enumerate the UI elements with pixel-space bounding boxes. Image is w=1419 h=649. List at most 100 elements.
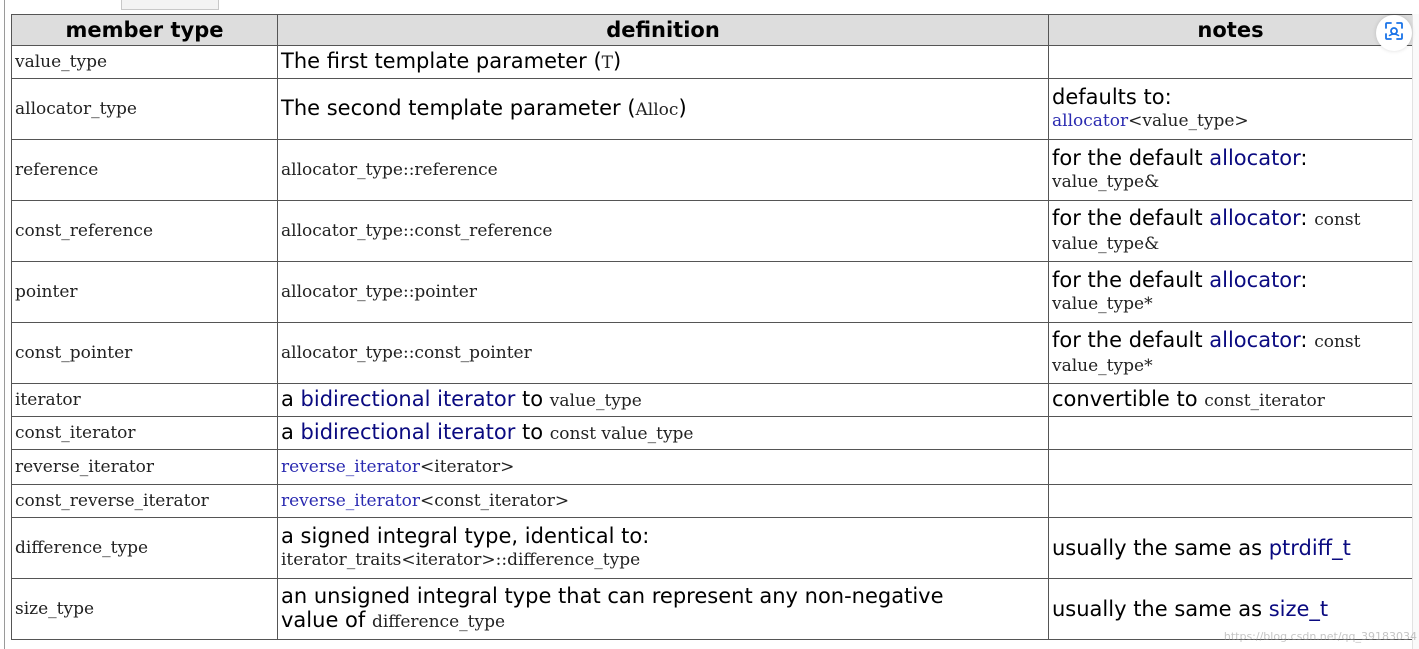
member-name: const_pointer xyxy=(15,343,133,363)
definition-cell: allocator_type::const_pointer xyxy=(277,322,1049,384)
notes-colon: : xyxy=(1300,268,1308,292)
notes-text: usually the same as xyxy=(1052,597,1269,621)
definition-code: value_type xyxy=(549,391,642,411)
notes-code: value_type& xyxy=(1052,172,1160,192)
header-definition: definition xyxy=(277,14,1049,46)
table-row: const_reverse_iterator reverse_iterator<… xyxy=(11,484,1413,518)
definition-text: a signed integral type, identical to: xyxy=(281,524,650,548)
member-cell: value_type xyxy=(11,45,278,79)
member-name: iterator xyxy=(15,390,81,410)
notes-cell: usually the same as ptrdiff_t xyxy=(1048,517,1413,579)
member-name: allocator_type xyxy=(15,99,137,119)
size-t-link[interactable]: size_t xyxy=(1268,597,1329,621)
definition-code: <iterator> xyxy=(420,457,515,477)
definition-code: T xyxy=(601,53,613,73)
notes-code: value_type& xyxy=(1052,234,1160,254)
definition-text-suffix: ) xyxy=(613,49,622,73)
scrollbar-track[interactable] xyxy=(1412,14,1419,649)
top-strip xyxy=(0,0,1419,14)
member-name: size_type xyxy=(15,599,95,619)
bidirectional-iterator-link[interactable]: bidirectional iterator xyxy=(300,420,516,444)
member-name: pointer xyxy=(15,282,78,302)
definition-text: The first template parameter ( xyxy=(281,49,602,73)
member-name: reference xyxy=(15,160,99,180)
allocator-link[interactable]: allocator xyxy=(1209,206,1301,230)
notes-text: for the default xyxy=(1052,268,1210,292)
table-row: reverse_iterator reverse_iterator<iterat… xyxy=(11,449,1413,485)
member-name: const_reference xyxy=(15,221,154,241)
notes-text: convertible to xyxy=(1052,387,1205,411)
member-name: value_type xyxy=(15,52,108,72)
header-row: member type definition notes xyxy=(11,14,1413,46)
member-cell: reference xyxy=(11,139,278,201)
notes-text: for the default xyxy=(1052,146,1210,170)
notes-colon: : xyxy=(1300,206,1308,230)
definition-code: allocator_type::const_reference xyxy=(281,221,553,241)
bidirectional-iterator-link[interactable]: bidirectional iterator xyxy=(300,387,516,411)
table-row: iterator a bidirectional iterator to val… xyxy=(11,383,1413,417)
notes-code: <value_type> xyxy=(1128,111,1249,131)
notes-code-inline: const xyxy=(1314,210,1361,230)
allocator-link[interactable]: allocator xyxy=(1052,111,1129,131)
notes-code: const_iterator xyxy=(1204,391,1325,411)
notes-text: defaults to: xyxy=(1052,85,1172,109)
reverse-iterator-link[interactable]: reverse_iterator xyxy=(281,491,421,511)
definition-text-prefix: value of xyxy=(281,608,372,632)
definition-cell: allocator_type::reference xyxy=(277,139,1049,201)
notes-cell: for the default allocator: value_type* xyxy=(1048,261,1413,323)
definition-cell: a bidirectional iterator to value_type xyxy=(277,383,1049,417)
definition-cell: a bidirectional iterator to const value_… xyxy=(277,416,1049,450)
definition-cell: an unsigned integral type that can repre… xyxy=(277,578,1049,640)
definition-text-mid: to xyxy=(515,387,550,411)
notes-cell xyxy=(1048,416,1413,450)
allocator-link[interactable]: allocator xyxy=(1209,268,1301,292)
member-cell: pointer xyxy=(11,261,278,323)
member-name: const_reverse_iterator xyxy=(15,491,209,511)
definition-cell: The first template parameter (T) xyxy=(277,45,1049,79)
notes-cell: for the default allocator: value_type& xyxy=(1048,139,1413,201)
notes-code: value_type* xyxy=(1052,294,1153,314)
member-name: reverse_iterator xyxy=(15,457,155,477)
member-cell: size_type xyxy=(11,578,278,640)
page-tab[interactable] xyxy=(121,0,219,10)
notes-cell xyxy=(1048,484,1413,518)
ptrdiff-t-link[interactable]: ptrdiff_t xyxy=(1268,536,1351,560)
definition-text: an unsigned integral type that can repre… xyxy=(281,584,944,608)
member-cell: allocator_type xyxy=(11,78,278,140)
member-cell: const_reverse_iterator xyxy=(11,484,278,518)
member-cell: const_pointer xyxy=(11,322,278,384)
notes-code: value_type* xyxy=(1052,356,1153,376)
member-cell: difference_type xyxy=(11,517,278,579)
definition-code: allocator_type::const_pointer xyxy=(281,343,532,363)
table-row: difference_type a signed integral type, … xyxy=(11,517,1413,579)
definition-code: Alloc xyxy=(635,100,679,120)
notes-cell: convertible to const_iterator xyxy=(1048,383,1413,417)
definition-code: <const_iterator> xyxy=(420,491,570,511)
table-row: value_type The first template parameter … xyxy=(11,45,1413,79)
left-border xyxy=(4,0,5,649)
definition-text: The second template parameter ( xyxy=(281,96,636,120)
definition-text-suffix: ) xyxy=(678,96,687,120)
definition-text-mid: to xyxy=(515,420,550,444)
member-name: const_iterator xyxy=(15,423,136,443)
reverse-iterator-link[interactable]: reverse_iterator xyxy=(281,457,421,477)
notes-cell: for the default allocator: const value_t… xyxy=(1048,200,1413,262)
definition-cell: a signed integral type, identical to: it… xyxy=(277,517,1049,579)
lens-scan-button[interactable] xyxy=(1376,15,1412,51)
table-row: size_type an unsigned integral type that… xyxy=(11,578,1413,640)
definition-code: const value_type xyxy=(549,424,694,444)
definition-cell: allocator_type::pointer xyxy=(277,261,1049,323)
definition-cell: The second template parameter (Alloc) xyxy=(277,78,1049,140)
definition-cell: reverse_iterator<iterator> xyxy=(277,449,1049,485)
notes-text: for the default xyxy=(1052,328,1210,352)
notes-cell: defaults to: allocator<value_type> xyxy=(1048,78,1413,140)
definition-text: a xyxy=(281,387,301,411)
watermark: https://blog.csdn.net/qq_39183034 xyxy=(1223,630,1417,643)
notes-code-inline: const xyxy=(1314,332,1361,352)
notes-cell: for the default allocator: const value_t… xyxy=(1048,322,1413,384)
header-member-type: member type xyxy=(11,14,278,46)
member-cell: reverse_iterator xyxy=(11,449,278,485)
allocator-link[interactable]: allocator xyxy=(1209,328,1301,352)
member-name: difference_type xyxy=(15,538,149,558)
allocator-link[interactable]: allocator xyxy=(1209,146,1301,170)
